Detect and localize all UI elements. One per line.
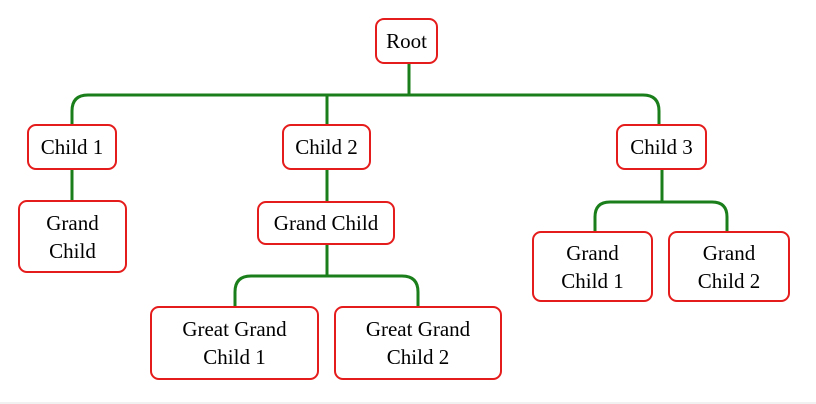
node-label: Child 2: [295, 135, 358, 159]
node-child-1-grand-child: Grand Child: [18, 200, 127, 273]
node-child-2-grand-child: Grand Child: [257, 201, 395, 245]
node-great-grand-child-1: Great Grand Child 1: [150, 306, 319, 380]
node-child-2: Child 2: [282, 124, 371, 170]
node-child-3-grand-child-1: Grand Child 1: [532, 231, 653, 302]
node-label: Grand Child: [46, 210, 99, 263]
node-child-3: Child 3: [616, 124, 707, 170]
node-child-3-grand-child-2: Grand Child 2: [668, 231, 790, 302]
node-label: Great Grand Child 1: [182, 317, 287, 369]
connector-child3-bar: [593, 200, 729, 218]
node-label: Grand Child: [273, 211, 379, 235]
node-label: Child 3: [630, 135, 693, 159]
node-label: Child 1: [40, 135, 104, 159]
node-label: Root: [386, 29, 427, 53]
node-label: Grand Child 2: [697, 240, 761, 293]
connector-grandchild-bar: [233, 274, 420, 293]
connector-root-bar: [70, 93, 661, 112]
node-great-grand-child-2: Great Grand Child 2: [334, 306, 502, 380]
node-root: Root: [375, 18, 438, 64]
node-label: Grand Child 1: [561, 240, 624, 293]
node-child-1: Child 1: [27, 124, 117, 170]
node-label: Great Grand Child 2: [365, 317, 471, 369]
bottom-divider: [0, 402, 816, 404]
